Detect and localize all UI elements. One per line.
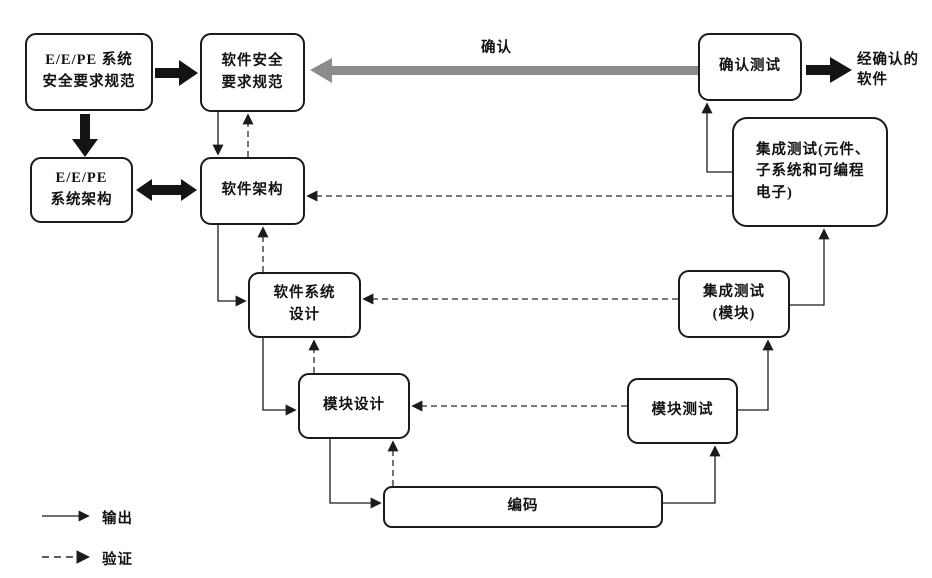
node-sw-system-design: 软件系统 设计 [248,272,361,338]
edge-moduletest-to-integmodule [738,339,774,411]
node-label-line: E/E/PE [55,170,108,187]
node-coding: 编码 [383,486,663,528]
node-module-test: 模块测试 [627,378,738,444]
node-label-line: 设计 [289,307,320,323]
node-label-line: 编码 [507,498,539,515]
bold-arrow-validationtest-to-validatedsw [806,57,852,83]
node-label-line: 模块设计 [323,397,385,414]
node-validation-test: 确认测试 [698,33,802,101]
legend-output-label: 输出 [102,511,133,527]
node-label-line: 软件安全 [221,52,284,69]
validation-gray-arrow [310,58,700,83]
validated-software-line: 经确认的 [857,52,919,68]
node-label-line: (模块) [712,306,756,322]
node-label-line: 系统架构 [50,192,113,208]
node-label-line: E/E/PE 系统 [45,52,133,69]
bold-arrow-sysreq-to-swreq [155,60,198,86]
edge-swsysdesign-to-moduledesign [262,338,297,416]
node-integration-test-pe: 集成测试(元件、 子系统和可编程 电子) [732,117,888,227]
validation-arrow-label: 确认 [481,40,512,56]
node-label-line: 集成测试 [703,284,765,301]
node-label-line: 安全要求规范 [42,74,136,90]
validated-software-label: 经确认的 软件 [857,50,919,91]
node-module-design: 模块设计 [298,373,410,439]
edge-coding-to-moduletest [663,445,721,504]
edge-moduledesign-to-coding [329,439,382,509]
node-label-line: 模块测试 [651,402,714,419]
node-label-line: 要求规范 [221,74,284,91]
validated-software-line: 软件 [857,72,888,89]
node-label-line: 软件系统 [273,285,336,302]
edge-integpe-to-validationtest [701,102,732,173]
bold-arrow-sysarch-swarch-bidirectional [136,179,197,201]
edge-integmodule-to-integpe [790,228,830,306]
edge-swarch-to-swsysdesign [217,225,247,307]
node-label-line: 软件架构 [221,182,284,199]
node-label-line: 子系统和可编程 [756,163,865,180]
node-integration-test-module: 集成测试 (模块) [678,270,790,338]
node-label-line: 电子) [756,184,793,201]
node-label-line: 集成测试(元件、 [756,142,871,159]
node-eepe-system-arch: E/E/PE 系统架构 [30,157,133,223]
node-sw-safety-req: 软件安全 要求规范 [200,33,305,112]
node-sw-arch: 软件架构 [200,157,305,225]
legend-verification-label: 验证 [102,552,133,568]
node-eepe-system-safety-req: E/E/PE 系统 安全要求规范 [25,33,153,111]
bold-arrow-sysreq-to-sysarch [72,114,98,157]
node-label-line: 确认测试 [719,58,781,75]
